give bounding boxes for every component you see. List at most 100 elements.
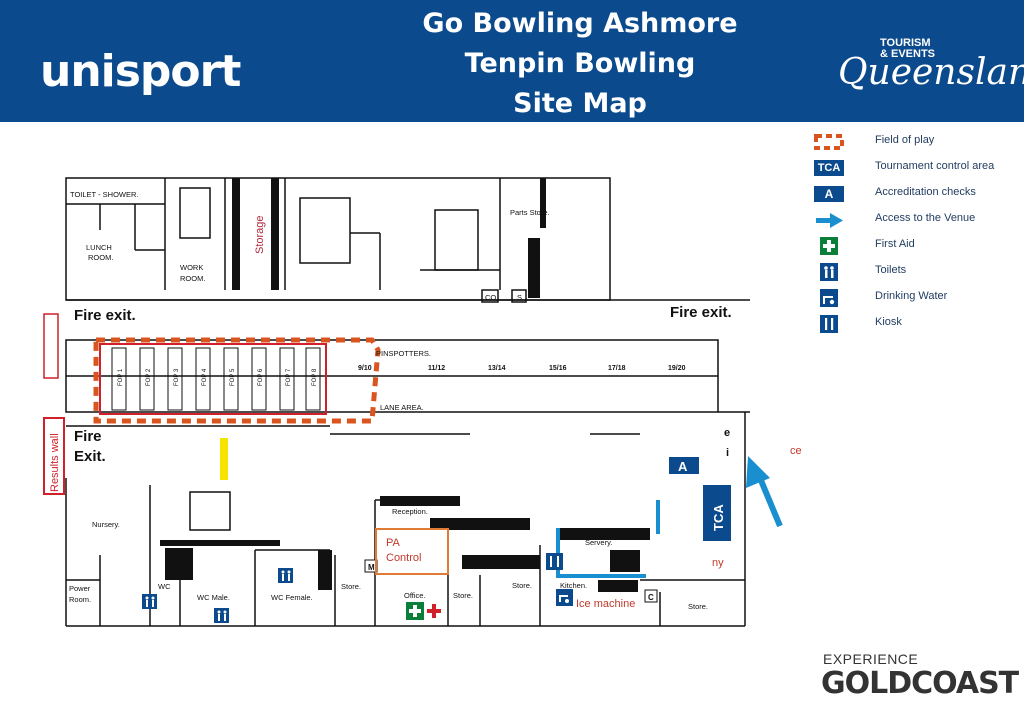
lane-number: 15/16 bbox=[549, 365, 567, 372]
fop-lane-label: FOP 6 bbox=[258, 368, 264, 386]
tca-badge: TCA bbox=[814, 160, 844, 176]
fop-lane-label: FOP 1 bbox=[118, 368, 124, 386]
room-label: Nursery. bbox=[92, 520, 120, 529]
room-label: Power bbox=[69, 584, 91, 593]
events-text: & EVENTS bbox=[880, 48, 936, 60]
title-line-1: Go Bowling Ashmore bbox=[422, 8, 738, 39]
legend-label: Tournament control area bbox=[875, 160, 995, 172]
kiosk-icon bbox=[814, 315, 844, 333]
drinking-water-icon bbox=[814, 289, 844, 307]
yellow-marker bbox=[220, 438, 228, 480]
legend-label: Field of play bbox=[875, 134, 935, 146]
accreditation-badge-label: A bbox=[678, 459, 688, 474]
tourism-events-logo-text: TOURISM & EVENTS bbox=[880, 38, 935, 60]
lane-number: 13/14 bbox=[488, 365, 506, 372]
room-label: LANE AREA. bbox=[380, 403, 424, 412]
floor-plan-walls bbox=[65, 177, 750, 627]
floor-plan-solid-walls bbox=[160, 178, 650, 592]
legend-kiosk: Kiosk bbox=[814, 315, 902, 333]
title-line-3: Site Map bbox=[513, 88, 647, 119]
room-label: C bbox=[648, 593, 654, 602]
room-label: S bbox=[517, 293, 522, 302]
room-label: CO bbox=[485, 293, 496, 302]
fop-lane-label: FOP 4 bbox=[202, 368, 208, 386]
toilets-icon bbox=[142, 594, 157, 609]
partial-label: ny bbox=[712, 557, 724, 569]
toilets-icon bbox=[278, 568, 293, 583]
room-label: Servery. bbox=[585, 538, 612, 547]
room-label: Room. bbox=[69, 595, 91, 604]
lane-number: 9/10 bbox=[358, 365, 372, 372]
legend-label: Drinking Water bbox=[875, 290, 948, 302]
goldcoast-logo-text: GOLDCOAST bbox=[821, 666, 1019, 701]
blue-trim bbox=[656, 500, 660, 534]
room-label: TOILET - SHOWER. bbox=[70, 190, 138, 199]
room-label: Store. bbox=[341, 582, 361, 591]
accreditation-badge: A bbox=[814, 186, 844, 202]
lane-number: 19/20 bbox=[668, 365, 686, 372]
legend-accreditation: A Accreditation checks bbox=[814, 185, 976, 203]
fire-exit-label: Exit. bbox=[74, 448, 106, 465]
legend-access: Access to the Venue bbox=[814, 211, 975, 229]
room-label: Office. bbox=[404, 591, 426, 600]
legend-label: First Aid bbox=[875, 238, 915, 250]
room-label: WORK bbox=[180, 263, 203, 272]
queensland-logo: Queensland bbox=[838, 52, 1024, 93]
first-aid-icon bbox=[814, 237, 844, 255]
lane-number: 11/12 bbox=[428, 365, 445, 372]
arrow-icon bbox=[814, 212, 844, 228]
partial-label: i bbox=[726, 447, 729, 459]
room-label: Store. bbox=[688, 602, 708, 611]
room-label: WC Male. bbox=[197, 593, 230, 602]
legend-label: Access to the Venue bbox=[875, 212, 976, 224]
fop-lane-label: FOP 3 bbox=[174, 368, 180, 386]
partial-label: ce bbox=[790, 445, 802, 457]
fire-exit-label: Fire exit. bbox=[74, 307, 136, 324]
room-label: Reception. bbox=[392, 507, 428, 516]
venue-access-arrow-icon bbox=[746, 456, 783, 528]
tca-badge bbox=[703, 485, 731, 541]
fire-exit-label: Fire exit. bbox=[670, 304, 732, 321]
pa-control-label: Control bbox=[386, 552, 421, 564]
fop-lanes bbox=[111, 347, 321, 411]
unisport-logo: unisport bbox=[40, 46, 241, 97]
room-label: PINSPOTTERS. bbox=[376, 349, 431, 358]
red-cross-icon bbox=[427, 604, 441, 618]
room-label: Store. bbox=[512, 581, 532, 590]
pa-control-label: PA bbox=[386, 537, 401, 549]
title-line-2: Tenpin Bowling bbox=[464, 48, 696, 79]
room-label: LUNCH bbox=[86, 243, 112, 252]
fop-lane-label: FOP 7 bbox=[286, 368, 292, 386]
fire-exit-label: Fire bbox=[74, 428, 102, 445]
drinking-water-icon bbox=[556, 589, 573, 606]
legend-field-of-play: Field of play bbox=[814, 133, 934, 151]
results-wall-label: Results wall bbox=[49, 433, 61, 492]
fop-lane-label: FOP 5 bbox=[230, 368, 236, 386]
room-label: WC Female. bbox=[271, 593, 313, 602]
page-title: Go Bowling Ashmore Tenpin Bowling Site M… bbox=[370, 4, 790, 124]
tca-badge-label: TCA bbox=[711, 504, 726, 531]
ice-machine-label: Ice machine bbox=[576, 598, 635, 610]
toilets-icon bbox=[814, 263, 844, 281]
field-of-play-swatch bbox=[814, 134, 844, 150]
site-map: Results wall FOP 1 FOP 2 FOP 3 FOP 4 FOP… bbox=[43, 177, 802, 627]
legend-drinking-water: Drinking Water bbox=[814, 289, 947, 307]
first-aid-icon bbox=[406, 602, 424, 620]
legend-label: Kiosk bbox=[875, 316, 902, 328]
fop-area-border bbox=[99, 343, 327, 415]
fop-lane-label: FOP 8 bbox=[312, 368, 318, 386]
experience-logo-text: EXPERIENCE bbox=[823, 651, 919, 667]
room-label: ROOM. bbox=[88, 253, 113, 262]
legend-label: Accreditation checks bbox=[875, 186, 976, 198]
room-label: Parts Store. bbox=[510, 208, 550, 217]
results-wall bbox=[43, 417, 65, 495]
pa-control-box bbox=[375, 528, 449, 575]
fop-lane-label: FOP 2 bbox=[146, 368, 152, 386]
legend-label: Toilets bbox=[875, 264, 907, 276]
partial-label: e bbox=[724, 427, 730, 439]
room-label: M bbox=[368, 563, 375, 572]
header-banner bbox=[0, 0, 1024, 122]
room-label: Store. bbox=[453, 591, 473, 600]
tourism-text: TOURISM bbox=[880, 37, 931, 49]
lane-number: 17/18 bbox=[608, 365, 626, 372]
